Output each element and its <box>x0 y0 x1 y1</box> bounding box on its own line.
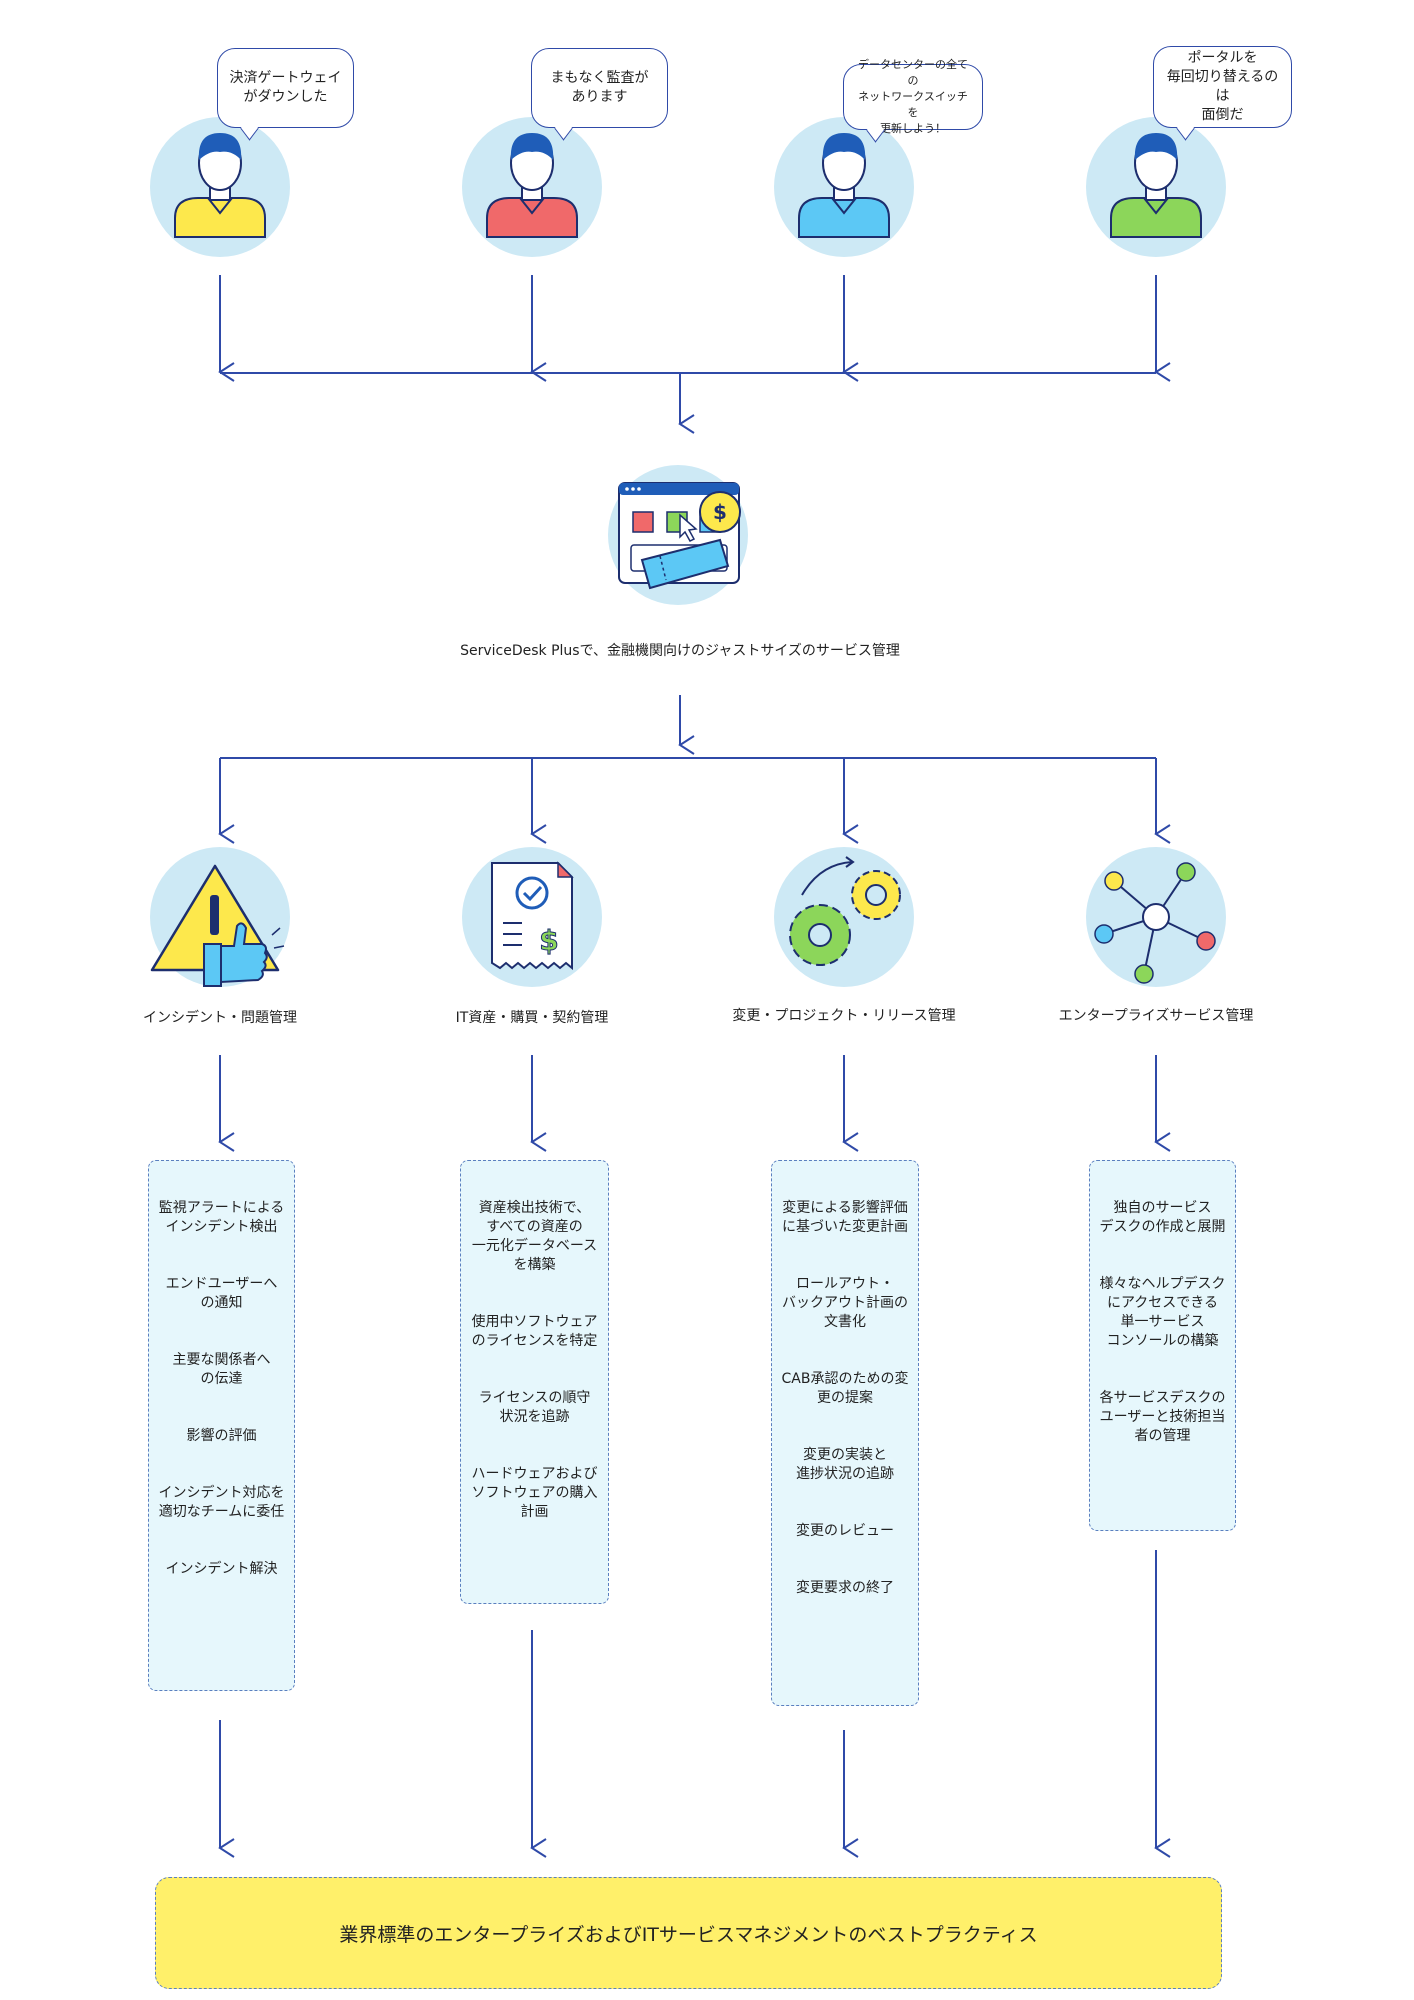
mid-connectors <box>218 695 1171 844</box>
list-item: 独自のサービス デスクの作成と展開 <box>1099 1200 1226 1235</box>
list-item: ライセンスの順守 状況を追跡 <box>478 1390 591 1425</box>
persona-2 <box>462 117 602 257</box>
list-item: インシデント解決 <box>165 1561 278 1577</box>
list-item: ハードウェアおよび ソフトウェアの購入 計画 <box>471 1466 598 1520</box>
warning-thumbs-up-icon <box>150 847 290 987</box>
feature-list-incident: 監視アラートによる インシデント検出 エンドユーザーへ の通知 主要な関係者へ … <box>148 1160 295 1691</box>
list-item: 使用中ソフトウェア のライセンスを特定 <box>471 1314 598 1349</box>
list-item: 影響の評価 <box>186 1428 257 1444</box>
list-item: CAB承認のための変 更の提案 <box>781 1371 909 1406</box>
list-item: 変更のレビュー <box>796 1523 894 1539</box>
svg-text:$: $ <box>539 924 558 957</box>
module-label-enterprise: エンタープライズサービス管理 <box>1058 1008 1254 1024</box>
speech-bubble-4: ポータルを 毎回切り替えるのは 面倒だ <box>1153 46 1292 128</box>
list-item: 監視アラートによる インシデント検出 <box>158 1200 285 1235</box>
persona-3 <box>774 117 914 257</box>
speech-bubble-3: データセンターの全ての ネットワークスイッチを 更新しよう！ <box>843 58 983 135</box>
feature-list-change: 変更による影響評価 に基づいた変更計画 ロールアウト・ バックアウト計画の 文書… <box>771 1160 919 1706</box>
best-practices-banner: 業界標準のエンタープライズおよびITサービスマネジメントのベストプラクティス <box>155 1877 1222 1989</box>
speech-bubble-2: まもなく監査が あります <box>531 48 668 128</box>
list-item: 変更による影響評価 に基づいた変更計画 <box>782 1200 908 1235</box>
persona-1 <box>150 117 290 257</box>
hub-label: ServiceDesk Plusで、金融機関向けのジャストサイズのサービス管理 <box>460 643 900 659</box>
list-item: 主要な関係者へ の伝達 <box>172 1352 271 1387</box>
module-label-asset: IT資産・購買・契約管理 <box>455 1010 609 1026</box>
list-item: インシデント対応を 適切なチームに委任 <box>158 1485 285 1520</box>
banner-connectors <box>218 1550 1171 1858</box>
list-item: 資産検出技術で、 すべての資産の 一元化データベース を構築 <box>471 1200 598 1273</box>
list-item: 各サービスデスクの ユーザーと技術担当 者の管理 <box>1099 1390 1226 1444</box>
list-item: エンドユーザーへ の通知 <box>165 1276 278 1311</box>
feature-list-enterprise: 独自のサービス デスクの作成と展開 様々なヘルプデスク にアクセスできる 単一サ… <box>1089 1160 1236 1531</box>
top-connectors <box>218 275 1171 434</box>
feature-list-asset: 資産検出技術で、 すべての資産の 一元化データベース を構築 使用中ソフトウェア… <box>460 1160 609 1604</box>
list-item: ロールアウト・ バックアウト計画の 文書化 <box>782 1276 908 1330</box>
gears-icon <box>774 847 914 987</box>
module-label-incident: インシデント・問題管理 <box>143 1010 297 1026</box>
list-item: 変更要求の終了 <box>796 1580 894 1596</box>
network-nodes-icon <box>1086 847 1226 987</box>
list-item: 様々なヘルプデスク にアクセスできる 単一サービス コンソールの構築 <box>1099 1276 1226 1349</box>
persona-4 <box>1086 117 1226 257</box>
svg-text:$: $ <box>713 500 727 524</box>
list-item: 変更の実装と 進捗状況の追跡 <box>796 1447 894 1482</box>
module-label-change: 変更・プロジェクト・リリース管理 <box>732 1008 956 1024</box>
module-connectors <box>218 1055 1171 1152</box>
service-portal-icon: $ <box>608 465 748 605</box>
speech-bubble-1: 決済ゲートウェイ がダウンした <box>217 48 354 128</box>
invoice-check-icon: $ <box>462 847 602 987</box>
